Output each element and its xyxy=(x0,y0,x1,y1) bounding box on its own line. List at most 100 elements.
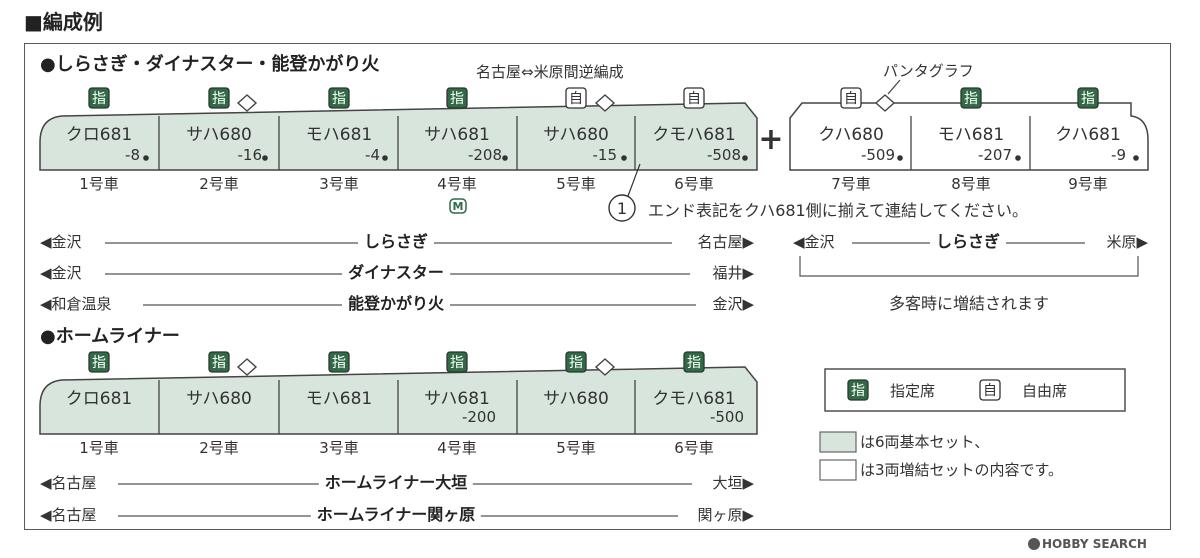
seat-icon-box xyxy=(208,351,230,373)
car-type: クハ681 xyxy=(1055,125,1121,145)
train1-extra-body xyxy=(789,102,1149,171)
car-label: 9号車 xyxy=(1068,175,1108,193)
seat-icon-box xyxy=(565,351,587,373)
car-label: 3号車 xyxy=(319,175,359,193)
seat-icon-box xyxy=(683,351,705,373)
car-label: 1号車 xyxy=(79,175,119,193)
car-type: モハ681 xyxy=(305,125,373,145)
car-number: -207 xyxy=(977,146,1012,164)
pantograph-icon xyxy=(594,94,616,112)
car-type: サハ680 xyxy=(543,389,609,409)
seat-icon-box xyxy=(960,87,982,109)
route-from: ◀名古屋 xyxy=(40,506,97,524)
car-number: -508 xyxy=(706,146,741,164)
car-label: 2号車 xyxy=(199,175,239,193)
car-type: サハ681 xyxy=(424,125,490,145)
car-type: クロ681 xyxy=(65,389,133,409)
car-number: -509 xyxy=(860,146,895,164)
seat-icon-box xyxy=(446,87,468,109)
car-label: 4号車 xyxy=(437,439,477,457)
car-label: 1号車 xyxy=(79,439,119,457)
watermark-logo-icon xyxy=(1028,538,1040,550)
seat-icon-glyph: 指 xyxy=(92,355,106,371)
seat-icon-glyph: 自 xyxy=(569,91,583,107)
route-name: ホームライナー関ヶ原 xyxy=(310,507,482,523)
seat-icon-glyph: 指 xyxy=(964,91,978,107)
car-number: -16 xyxy=(237,146,263,164)
end-mark-dot xyxy=(143,155,149,161)
route-extra-from: ◀金沢 xyxy=(793,233,835,251)
pantograph-icon xyxy=(594,358,616,376)
diagram-frame xyxy=(24,43,1171,530)
end-mark-dot xyxy=(502,155,508,161)
plus-sign: + xyxy=(758,122,784,157)
end-note: エンド表記をクハ681側に揃えて連結してください。 xyxy=(648,201,1028,220)
legend-box xyxy=(824,368,1126,412)
seat-icon-box xyxy=(446,351,468,373)
car-label: 4号車 xyxy=(437,175,477,193)
pantograph-pointer xyxy=(887,79,901,95)
route-extra-to: 米原▶ xyxy=(1106,233,1148,251)
seat-icon-glyph: 指 xyxy=(212,355,226,371)
motor-badge xyxy=(449,198,467,214)
car-number: -208 xyxy=(467,146,502,164)
section1-title: ●しらさぎ・ダイナスター・能登かがり火 xyxy=(40,54,380,75)
car-number: -4 xyxy=(365,146,380,164)
legend-reserved-icon-glyph: 指 xyxy=(851,383,865,399)
route-from: ◀和倉温泉 xyxy=(40,295,112,313)
end-mark-dot xyxy=(1133,155,1139,161)
pantograph-icon xyxy=(236,358,258,376)
seat-icon-box xyxy=(328,87,350,109)
car-number: -500 xyxy=(709,408,744,426)
route-extra-name: しらさぎ xyxy=(929,234,1007,250)
seat-icon-glyph: 指 xyxy=(450,355,464,371)
car-number: -9 xyxy=(1111,146,1126,164)
seat-icon-glyph: 指 xyxy=(1081,91,1095,107)
seat-icon-glyph: 自 xyxy=(687,91,701,107)
route-extra-bracket xyxy=(799,256,1139,277)
seat-icon-glyph: 指 xyxy=(687,355,701,371)
legend-free-label: 自由席 xyxy=(1022,382,1068,400)
car-type: クハ680 xyxy=(818,125,884,145)
section1-note: 名古屋⇔米原間逆編成 xyxy=(476,63,624,81)
route-name: しらさぎ xyxy=(357,234,435,250)
route-name: ダイナスター xyxy=(342,265,450,281)
pantograph-label: パンタグラフ xyxy=(883,62,974,80)
page-title: ■編成例 xyxy=(24,10,103,34)
seat-icon-glyph: 指 xyxy=(569,355,583,371)
legend-free-icon-glyph: 自 xyxy=(983,383,997,399)
seat-icon-box xyxy=(88,87,110,109)
car-type: クモハ681 xyxy=(652,125,736,145)
legend-basic-swatch xyxy=(819,431,857,453)
route-to: 金沢▶ xyxy=(712,295,754,313)
circle-number-ring xyxy=(608,194,636,222)
seat-icon-glyph: 自 xyxy=(844,91,858,107)
end-mark-dot xyxy=(742,155,748,161)
seat-icon-glyph: 指 xyxy=(212,91,226,107)
pantograph-icon xyxy=(236,94,258,112)
route-to: 福井▶ xyxy=(712,264,754,282)
car-type: サハ680 xyxy=(543,125,609,145)
legend-free-icon-box xyxy=(979,379,1001,401)
car-type: モハ681 xyxy=(305,389,373,409)
car-number: -200 xyxy=(461,408,496,426)
car-label: 5号車 xyxy=(556,439,596,457)
route-to: 関ヶ原▶ xyxy=(697,506,754,524)
route-from: ◀金沢 xyxy=(40,264,82,282)
legend-addon-swatch xyxy=(819,459,857,481)
end-mark-dot xyxy=(897,155,903,161)
end-mark-dot xyxy=(621,155,627,161)
route-to: 大垣▶ xyxy=(712,474,754,492)
car-number: -8 xyxy=(125,146,140,164)
car-label: 2号車 xyxy=(199,439,239,457)
end-mark-dot xyxy=(1015,155,1021,161)
seat-icon-glyph: 指 xyxy=(450,91,464,107)
car-type: クロ681 xyxy=(65,125,133,145)
car-label: 7号車 xyxy=(831,175,871,193)
seat-icon-box xyxy=(840,87,862,109)
car-type: クモハ681 xyxy=(652,389,736,409)
car-number: -15 xyxy=(592,146,618,164)
car-label: 8号車 xyxy=(951,175,991,193)
route-name: 能登かがり火 xyxy=(341,296,451,312)
